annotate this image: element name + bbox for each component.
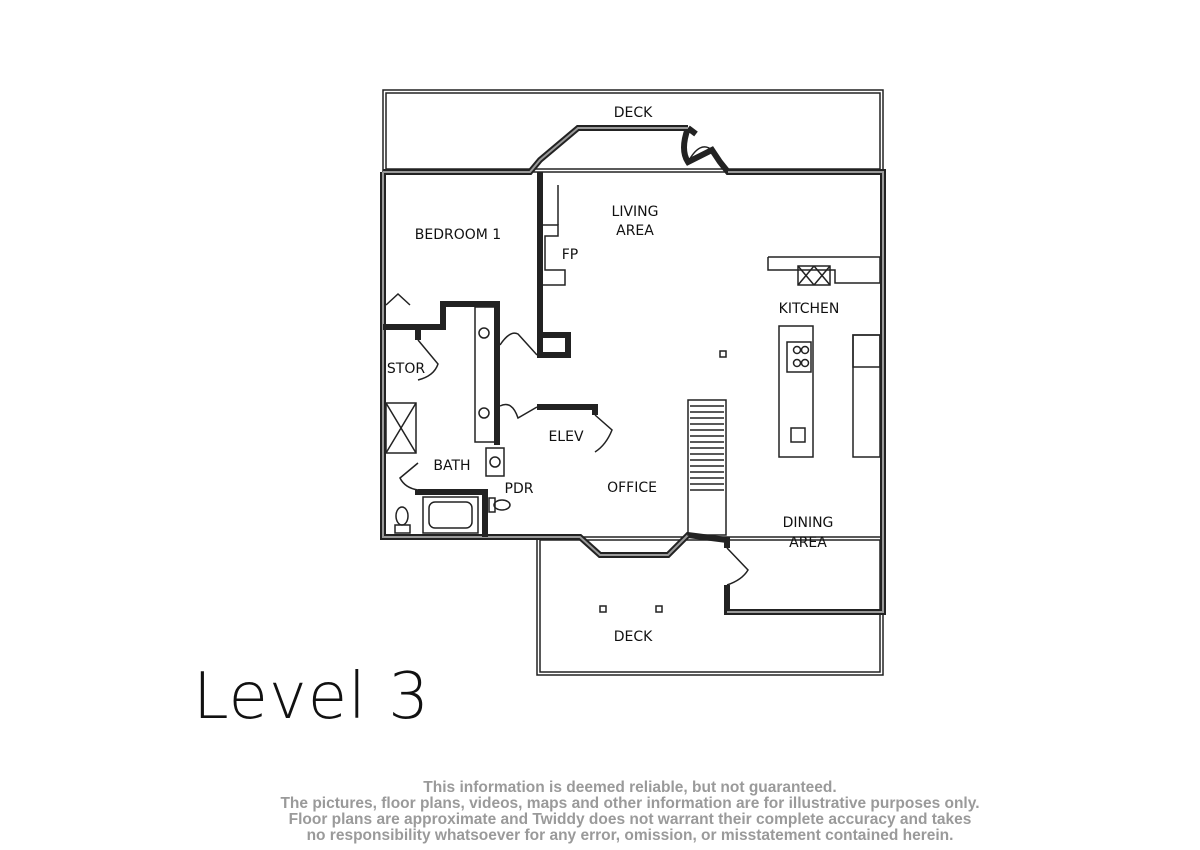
room-label-living: LIVING bbox=[612, 204, 659, 220]
interior-walls bbox=[383, 292, 613, 537]
deck-top-railing bbox=[382, 89, 884, 173]
disclaimer-line: no responsibility whatsoever for any err… bbox=[306, 827, 954, 844]
room-label-deck-top: DECK bbox=[614, 105, 653, 121]
sink-icon bbox=[478, 327, 490, 339]
kitchen-counters bbox=[767, 256, 881, 458]
disclaimer-line: Floor plans are approximate and Twiddy d… bbox=[288, 811, 972, 828]
room-label-fireplace: FP bbox=[562, 247, 579, 263]
room-label-bedroom: BEDROOM 1 bbox=[415, 227, 501, 243]
deck-top-railing-inner bbox=[385, 92, 881, 170]
disclaimer-line: This information is deemed reliable, but… bbox=[423, 779, 837, 796]
bathtub bbox=[422, 496, 479, 534]
cooktop bbox=[786, 341, 812, 373]
sink-icon bbox=[489, 456, 501, 468]
bathtub-basin bbox=[428, 501, 473, 529]
sink-icon bbox=[478, 407, 490, 419]
exterior-walls bbox=[380, 125, 886, 615]
toilet-icon bbox=[493, 499, 511, 511]
room-label-living-2: AREA bbox=[616, 223, 654, 239]
prep-sink bbox=[790, 427, 806, 443]
room-label-elevator: ELEV bbox=[548, 429, 583, 445]
disclaimer-line: The pictures, floor plans, videos, maps … bbox=[280, 795, 980, 812]
room-label-deck-bottom: DECK bbox=[614, 629, 653, 645]
room-label-office: OFFICE bbox=[607, 480, 657, 496]
fireplace bbox=[537, 172, 571, 358]
room-label-dining: DINING bbox=[783, 515, 834, 531]
room-label-powder-room: PDR bbox=[505, 481, 534, 497]
column-post bbox=[719, 350, 727, 358]
kitchen-sink bbox=[797, 265, 831, 286]
toilet-icon bbox=[395, 506, 409, 526]
vanity bbox=[474, 306, 496, 443]
toilet-tank bbox=[394, 524, 411, 534]
room-label-bath: BATH bbox=[433, 458, 470, 474]
kitchen-island bbox=[778, 325, 814, 458]
deck-post bbox=[655, 605, 663, 613]
disclaimer: This information is deemed reliable, but… bbox=[200, 780, 1060, 844]
dining-door bbox=[726, 547, 749, 586]
deck-door bbox=[687, 146, 713, 163]
room-label-storage: STOR bbox=[387, 361, 425, 377]
level-title: Level 3 bbox=[193, 660, 430, 734]
deck-post bbox=[599, 605, 607, 613]
pdr-sink bbox=[485, 447, 505, 477]
staircase bbox=[687, 399, 727, 536]
toilet-tank bbox=[488, 497, 496, 513]
room-label-kitchen: KITCHEN bbox=[779, 301, 840, 317]
room-label-dining-2: AREA bbox=[789, 535, 827, 551]
